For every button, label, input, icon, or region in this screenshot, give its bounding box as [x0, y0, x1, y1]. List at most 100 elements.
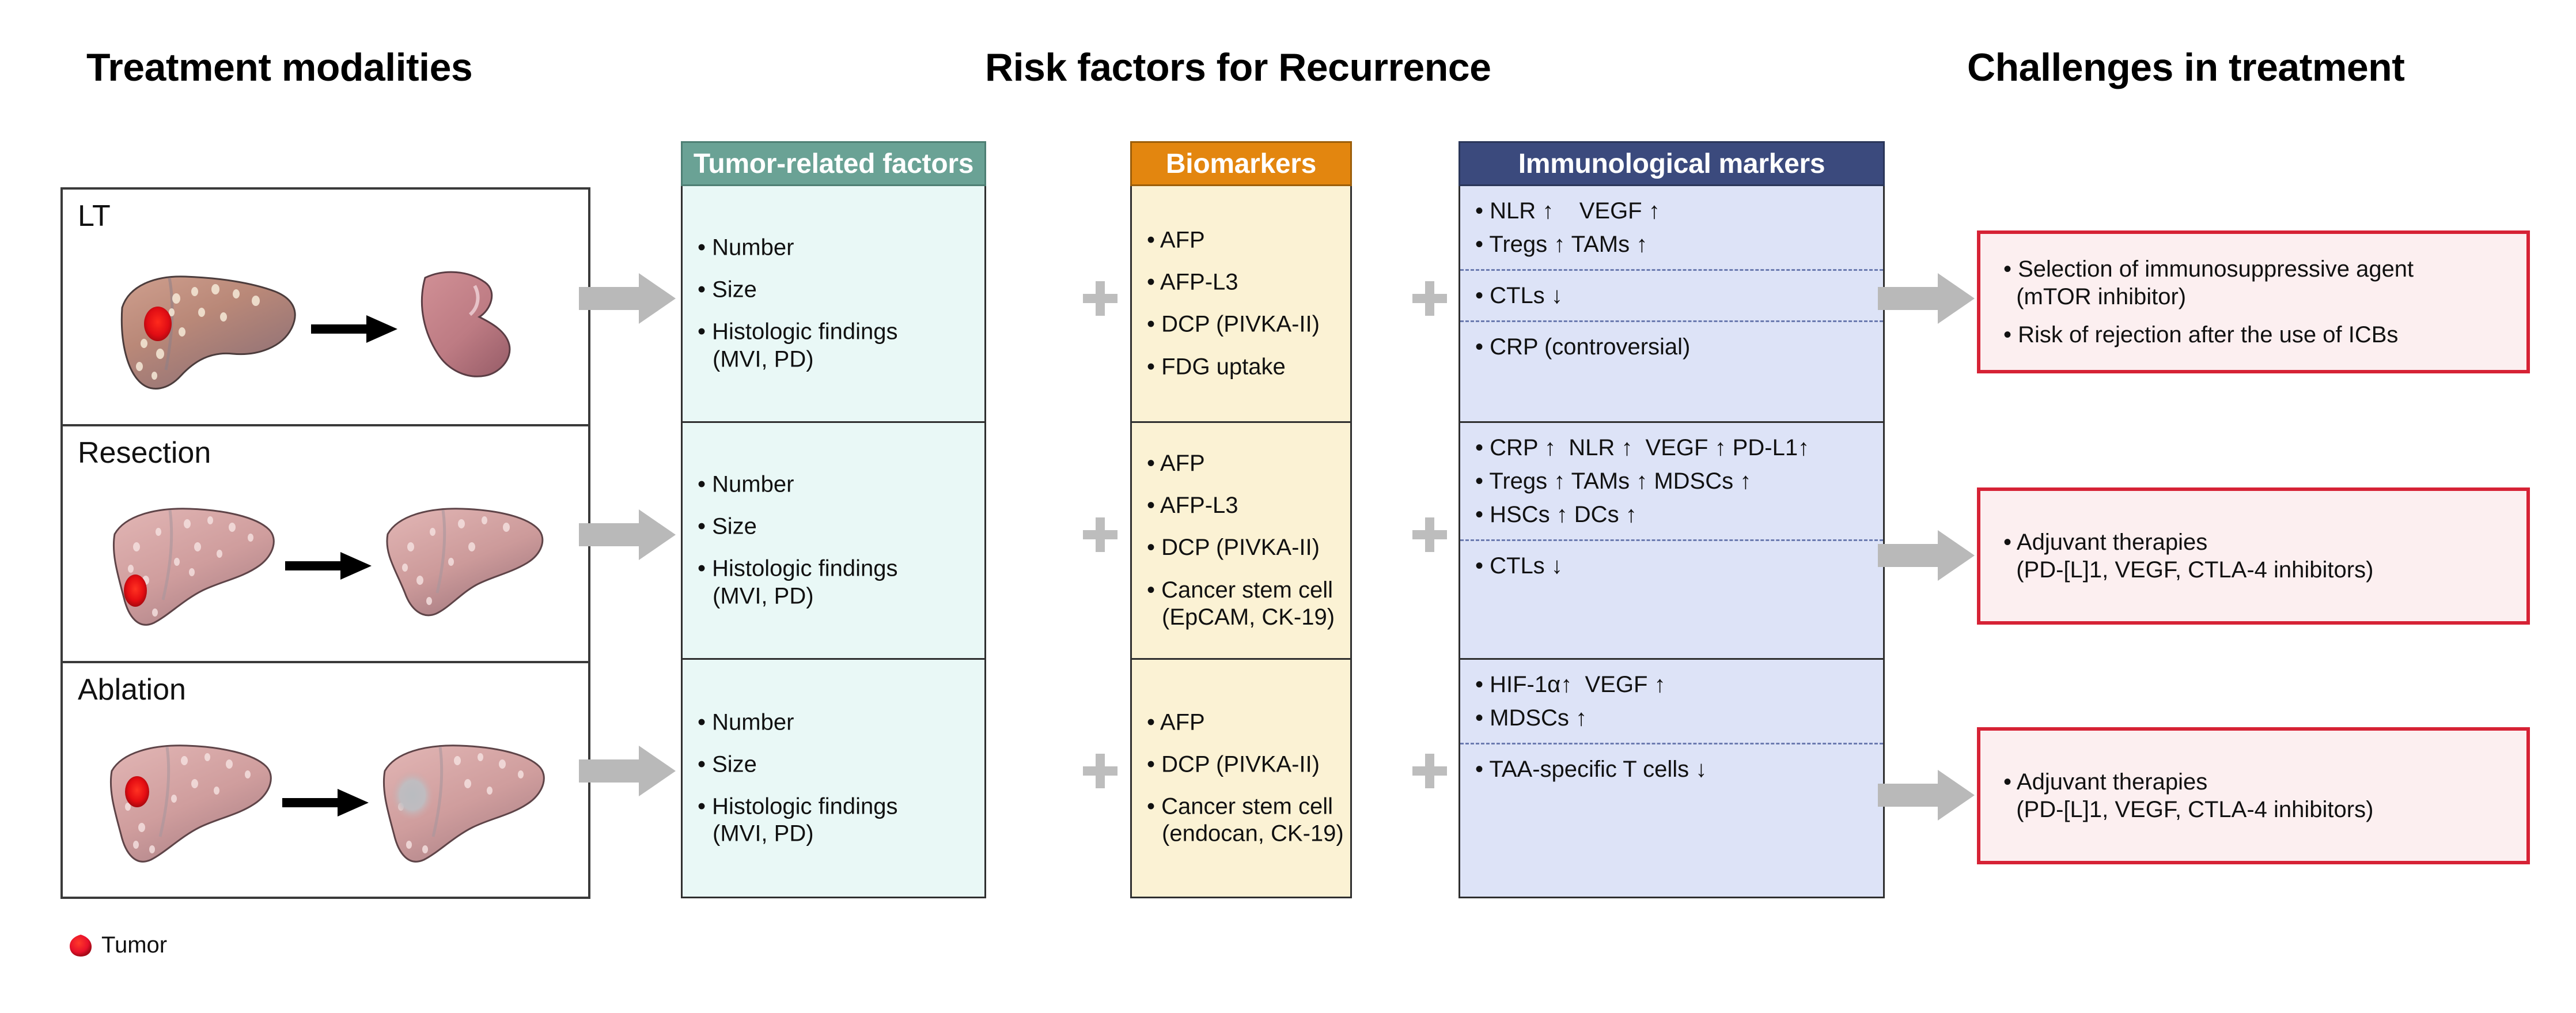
plus-icon: [1412, 754, 1447, 788]
plus-icon: [1083, 754, 1117, 788]
liver-illustration-pair-lt: [63, 243, 588, 415]
page-title-risk-factors: Risk factors for Recurrence: [985, 46, 1491, 89]
liver-with-tumor-icon: [109, 744, 272, 863]
immuno-item: • HSCs ↑ DCs ↑: [1475, 502, 1637, 527]
liver-illustration-pair-ablation: [63, 716, 588, 889]
immuno-item: • CTLs ↓: [1475, 553, 1563, 579]
flow-arrow-challenge-ablation-icon: [1878, 770, 1975, 821]
immuno-item: • CRP ↑ NLR ↑ VEGF ↑ PD-L1↑: [1475, 435, 1810, 460]
tumor-marker-icon: [70, 934, 92, 957]
bullet-item: • Cancer stem cell(EpCAM, CK-19): [1147, 577, 1343, 631]
biomarker-cell-lt: • AFP • AFP-L3 • DCP (PIVKA-II) • FDG up…: [1132, 186, 1350, 423]
bullet-item: • Histologic findings(MVI, PD): [698, 793, 978, 848]
bullet-list: • Number • Size • Histologic findings(MV…: [698, 471, 978, 610]
immuno-block: • TAA-specific T cells ↓: [1460, 744, 1883, 794]
immuno-block: • CRP ↑ NLR ↑ VEGF ↑ PD-L1↑ • Tregs ↑ TA…: [1460, 423, 1883, 539]
immuno-cell-lt: • NLR ↑ VEGF ↑ • Tregs ↑ TAMs ↑ • CTLs ↓…: [1460, 186, 1883, 423]
bullet-item: • AFP-L3: [1147, 493, 1238, 519]
bullet-list: • AFP • DCP (PIVKA-II) • Cancer stem cel…: [1147, 709, 1344, 848]
bullet-list: • Number • Size • Histologic findings(MV…: [698, 709, 978, 848]
cirrhotic-liver-with-tumor-icon: [120, 275, 296, 390]
immuno-item: • HIF-1α↑ VEGF ↑: [1475, 672, 1666, 697]
liver-with-tumor-icon: [112, 508, 275, 626]
immuno-block: • NLR ↑ VEGF ↑ • Tregs ↑ TAMs ↑: [1460, 186, 1883, 269]
page-title-challenges: Challenges in treatment: [1967, 46, 2405, 89]
bullet-item: • AFP: [1147, 709, 1205, 735]
liver-illustration-pair-resection: [63, 479, 588, 652]
immunological-markers-column: Immunological markers • NLR ↑ VEGF ↑ • T…: [1459, 141, 1885, 898]
bullet-item: • Histologic findings(MVI, PD): [698, 555, 978, 610]
modality-label: Resection: [78, 436, 211, 470]
flow-arrow-ablation-icon: [579, 746, 676, 796]
transform-arrow-icon: [285, 552, 372, 580]
dashed-divider: [1460, 320, 1883, 322]
challenge-text: • Adjuvant therapies: [2003, 769, 2208, 795]
modality-label: Ablation: [78, 673, 186, 706]
bullet-text: • Histologic findings: [698, 319, 898, 345]
treatment-modalities-panel: LT: [60, 187, 590, 899]
bullet-subtext: (MVI, PD): [713, 346, 814, 372]
ablated-liver-icon: [382, 744, 545, 863]
immuno-item: • CRP (controversial): [1475, 334, 1691, 360]
challenge-item: • Selection of immunosuppressive agent (…: [2003, 255, 2503, 311]
bullet-item: • AFP: [1147, 227, 1205, 253]
bullet-text: • Histologic findings: [698, 793, 898, 819]
legend-label: Tumor: [101, 932, 168, 958]
resected-liver-icon: [386, 508, 544, 617]
bullet-list: • Number • Size • Histologic findings(MV…: [698, 235, 978, 373]
immuno-item: • Tregs ↑ TAMs ↑: [1475, 232, 1648, 257]
bullet-item: • Histologic findings(MVI, PD): [698, 319, 978, 373]
transplanted-liver-icon: [421, 271, 511, 377]
flow-arrow-challenge-resection-icon: [1878, 530, 1975, 581]
biomarker-cell-resection: • AFP • AFP-L3 • DCP (PIVKA-II) • Cancer…: [1132, 423, 1350, 660]
bullet-text: • Histologic findings: [698, 556, 898, 581]
bullet-item: • Size: [698, 513, 757, 539]
modality-row-resection: Resection: [63, 426, 588, 663]
bullet-subtext: (MVI, PD): [713, 583, 814, 609]
page-title-treatment-modalities: Treatment modalities: [86, 46, 473, 89]
challenge-item: • Adjuvant therapies (PD-[L]1, VEGF, CTL…: [2003, 768, 2503, 823]
challenge-item: • Adjuvant therapies (PD-[L]1, VEGF, CTL…: [2003, 528, 2503, 584]
tumor-related-factors-body: • Number • Size • Histologic findings(MV…: [681, 186, 986, 898]
transform-arrow-icon: [311, 315, 397, 343]
immuno-block: • CTLs ↓: [1460, 271, 1883, 320]
bullet-item: • Size: [698, 751, 757, 777]
bullet-subtext: (MVI, PD): [713, 821, 814, 846]
bullet-list: • AFP • AFP-L3 • DCP (PIVKA-II) • FDG up…: [1147, 227, 1343, 381]
column-header-tumor-related-factors: Tumor-related factors: [681, 141, 986, 186]
immuno-cell-ablation: • HIF-1α↑ VEGF ↑ • MDSCs ↑ • TAA-specifi…: [1460, 660, 1883, 897]
challenge-item: • Risk of rejection after the use of ICB…: [2003, 322, 2399, 347]
bullet-item: • Number: [698, 709, 794, 735]
bullet-item: • DCP (PIVKA-II): [1147, 312, 1320, 337]
challenge-box-resection: • Adjuvant therapies (PD-[L]1, VEGF, CTL…: [1977, 487, 2530, 625]
plus-icon: [1412, 517, 1447, 552]
immuno-item: • CTLs ↓: [1475, 283, 1563, 308]
immuno-item: • MDSCs ↑: [1475, 705, 1588, 731]
biomarkers-body: • AFP • AFP-L3 • DCP (PIVKA-II) • FDG up…: [1130, 186, 1352, 898]
flow-arrow-resection-icon: [579, 509, 676, 560]
flow-arrow-lt-icon: [579, 273, 676, 324]
biomarkers-column: Biomarkers • AFP • AFP-L3 • DCP (PIVKA-I…: [1130, 141, 1352, 898]
immuno-block: • CTLs ↓: [1460, 541, 1883, 591]
tumor-related-factors-column: Tumor-related factors • Number • Size • …: [681, 141, 986, 898]
bullet-list: • AFP • AFP-L3 • DCP (PIVKA-II) • Cancer…: [1147, 450, 1343, 631]
bullet-text: • Cancer stem cell: [1147, 793, 1333, 819]
plus-icon: [1083, 517, 1117, 552]
immuno-item: • NLR ↑ VEGF ↑: [1475, 198, 1660, 224]
challenge-text: • Adjuvant therapies: [2003, 530, 2208, 555]
immunological-markers-body: • NLR ↑ VEGF ↑ • Tregs ↑ TAMs ↑ • CTLs ↓…: [1459, 186, 1885, 898]
column-header-immunological-markers: Immunological markers: [1459, 141, 1885, 186]
modality-row-ablation: Ablation: [63, 663, 588, 900]
dashed-divider: [1460, 539, 1883, 541]
immuno-block: • CRP (controversial): [1460, 322, 1883, 372]
tumor-cell-lt: • Number • Size • Histologic findings(MV…: [683, 186, 984, 423]
bullet-item: • Number: [698, 471, 794, 497]
immuno-cell-resection: • CRP ↑ NLR ↑ VEGF ↑ PD-L1↑ • Tregs ↑ TA…: [1460, 423, 1883, 660]
challenge-subtext: (mTOR inhibitor): [2003, 284, 2187, 309]
transform-arrow-icon: [282, 789, 369, 817]
bullet-item: • Number: [698, 235, 794, 260]
bullet-item: • Cancer stem cell(endocan, CK-19): [1147, 793, 1344, 848]
challenge-box-lt: • Selection of immunosuppressive agent (…: [1977, 230, 2530, 373]
challenge-box-ablation: • Adjuvant therapies (PD-[L]1, VEGF, CTL…: [1977, 727, 2530, 864]
